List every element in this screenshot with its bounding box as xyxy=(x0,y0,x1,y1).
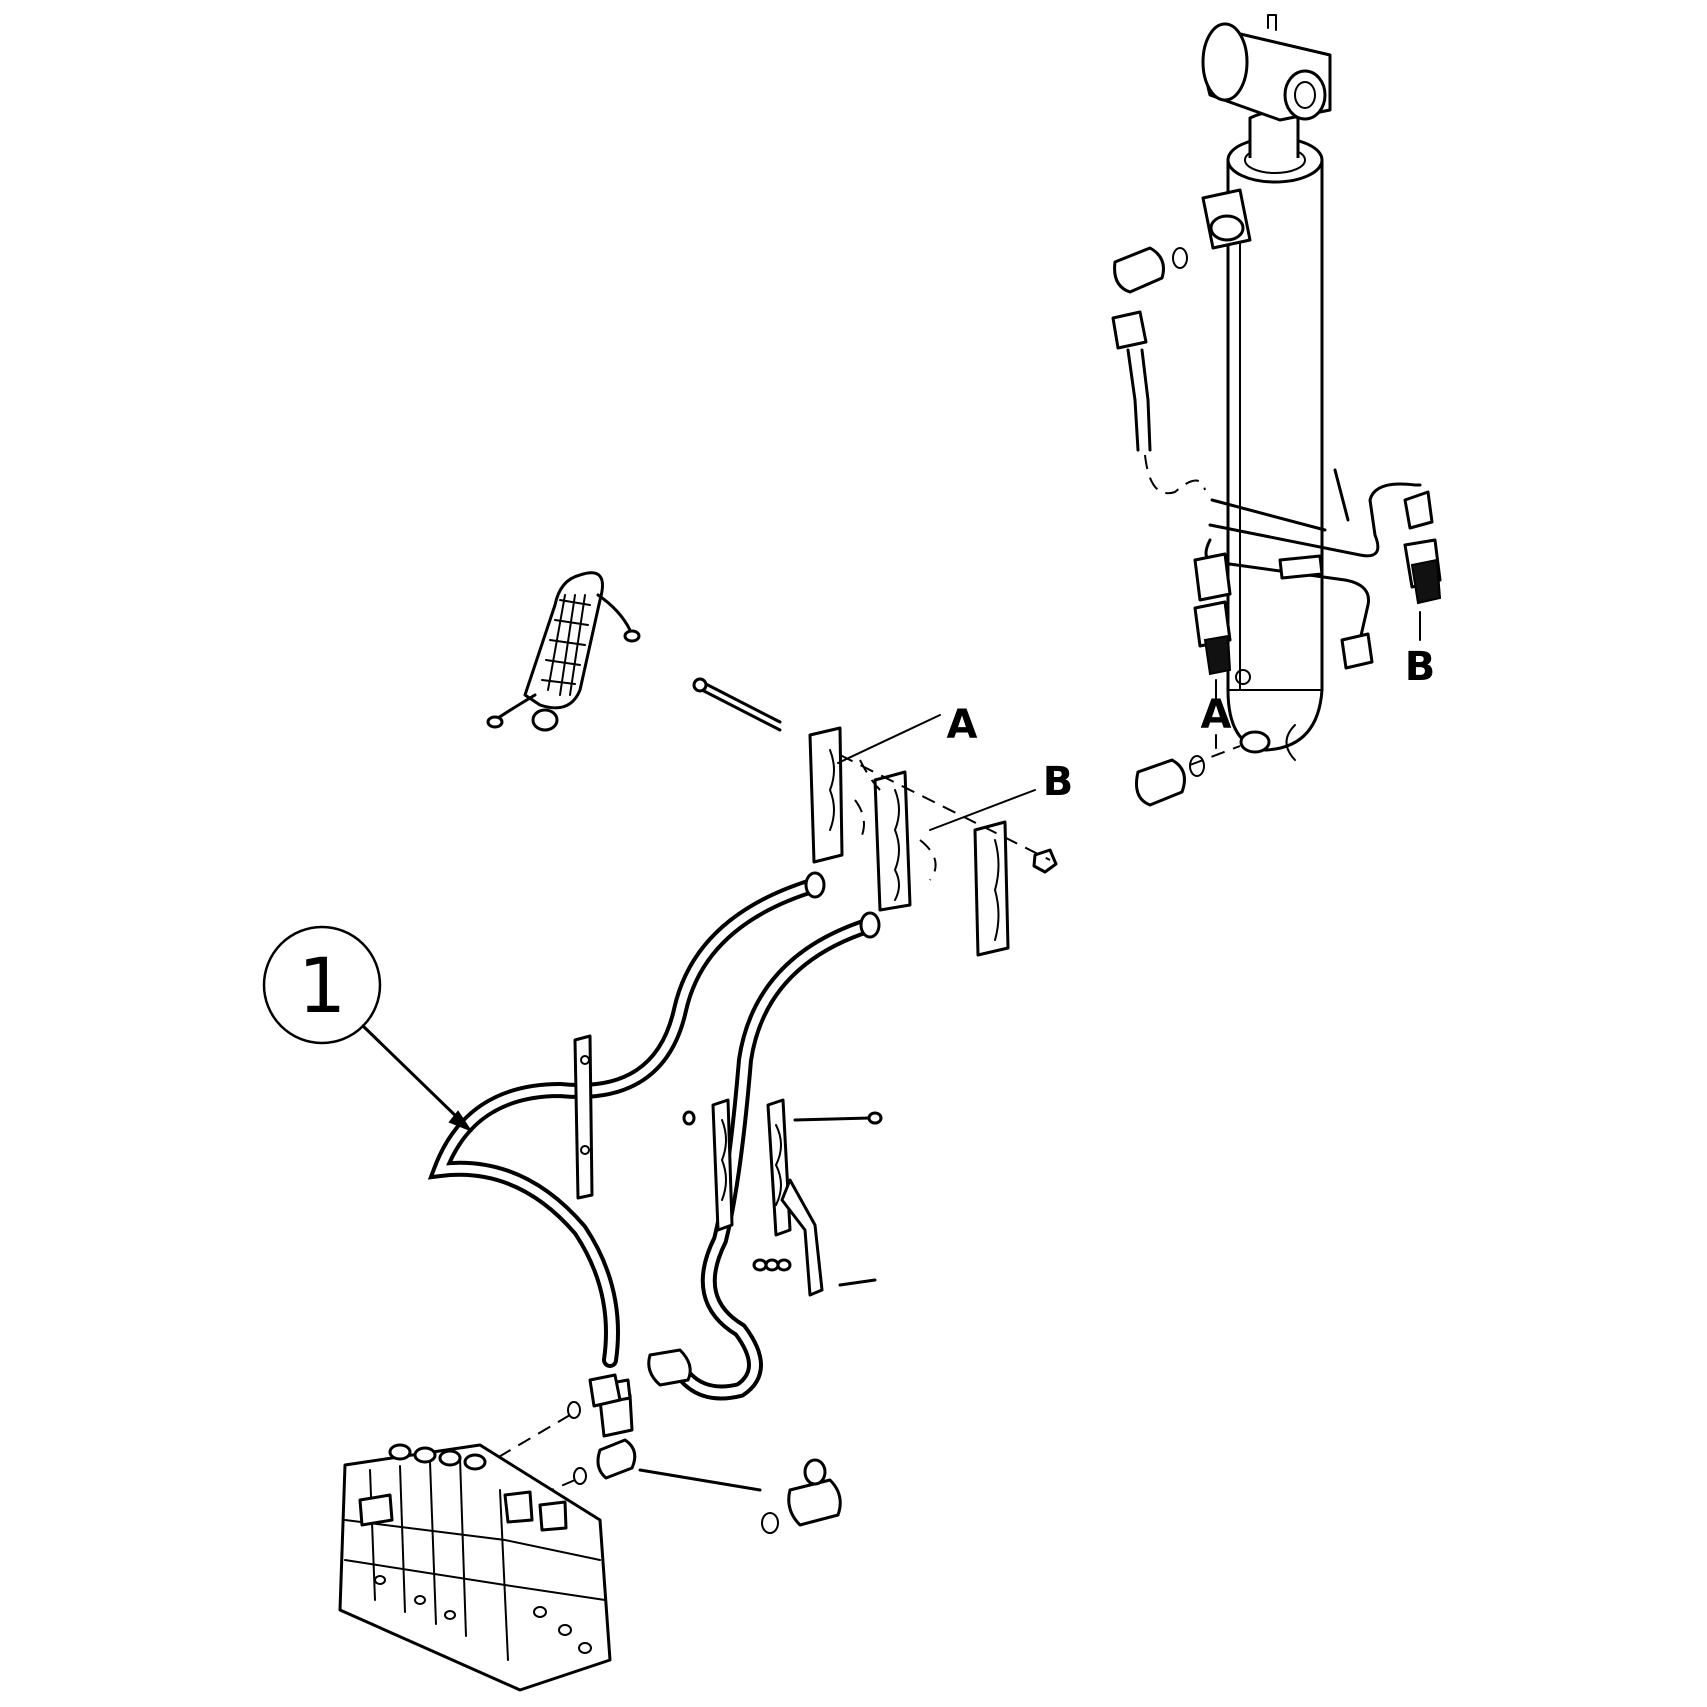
label-a-cylinder: A xyxy=(1201,692,1232,738)
hydraulic-hoses xyxy=(427,871,881,1401)
label-b-cylinder: B xyxy=(1405,644,1436,690)
callout-arrowhead xyxy=(448,1110,473,1133)
callout-circle xyxy=(262,925,382,1045)
hose-guard xyxy=(486,571,641,732)
callout-leader-line xyxy=(360,1023,464,1124)
label-b-clamp: B xyxy=(1043,759,1074,805)
hydraulic-cylinder xyxy=(1111,14,1442,807)
hose-brackets xyxy=(573,1034,883,1297)
callout-number: 1 xyxy=(298,941,346,1030)
hose-clamp-assembly xyxy=(692,677,1058,957)
control-valve xyxy=(338,1443,612,1692)
label-a-clamp: A xyxy=(947,702,978,748)
hose-fittings xyxy=(484,1348,842,1534)
callout-1: 1 xyxy=(262,925,473,1133)
